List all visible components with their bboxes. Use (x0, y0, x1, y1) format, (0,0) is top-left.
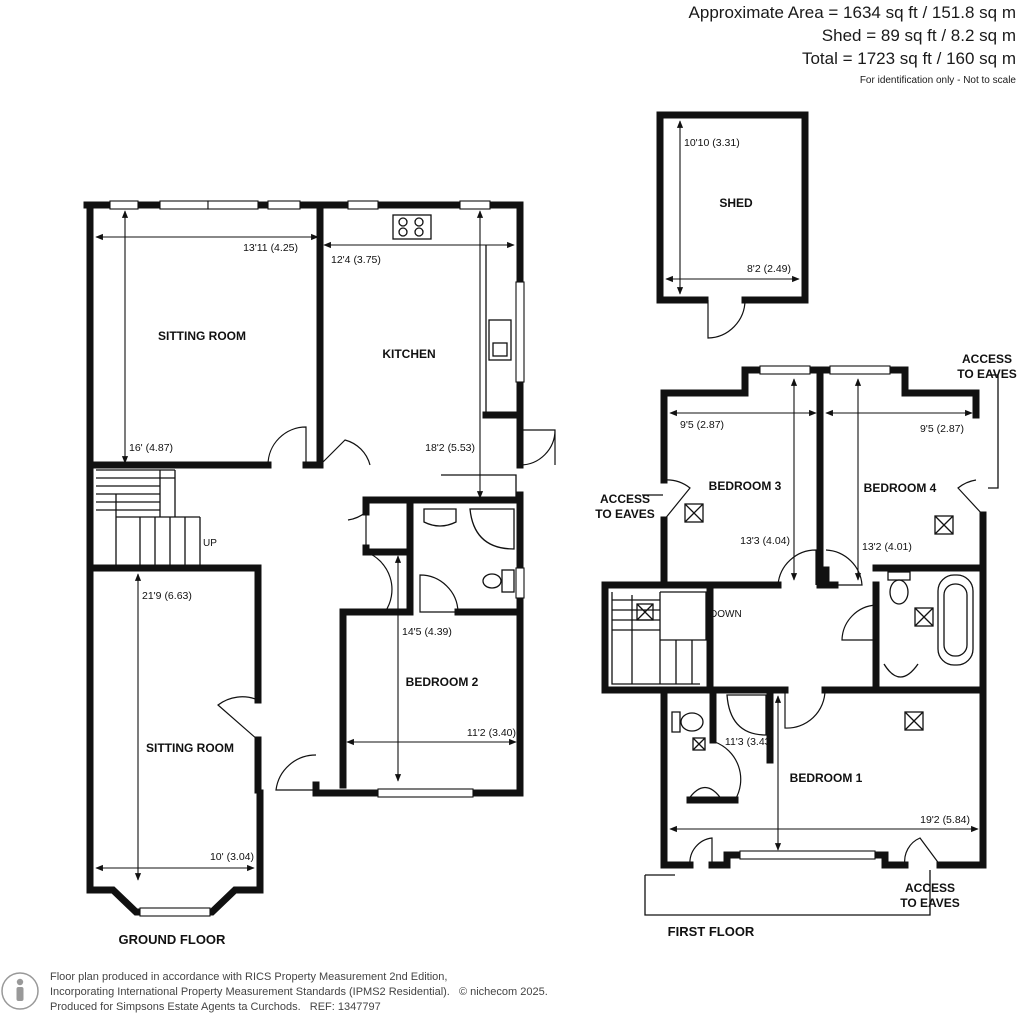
disclaimer-note: For identification only - Not to scale (859, 75, 1016, 86)
shed-width: 8'2 (2.49) (747, 263, 791, 275)
shed-plan: SHED 10'10 (3.31) 8'2 (2.49) (656, 111, 809, 339)
ground-floor-title: GROUND FLOOR (119, 932, 226, 947)
footer-line-3: Produced for Simpsons Estate Agents ta C… (50, 1001, 301, 1013)
footer-line-2: Incorporating International Property Mea… (50, 986, 450, 998)
first-floor-plan: BEDROOM 3 9'5 (2.87) 13'3 (4.04) BEDROOM… (595, 352, 1017, 939)
sitting-room-top-label: SITTING ROOM (158, 329, 246, 343)
eaves-left-line2: TO EAVES (595, 507, 655, 521)
sitting-room-top-width: 13'11 (4.25) (243, 242, 298, 254)
ground-floor-walls (83, 201, 524, 916)
eaves-right-bottom-line2: TO EAVES (900, 896, 960, 910)
person-icon (1, 972, 39, 1010)
kitchen-label: KITCHEN (382, 347, 435, 361)
bedroom-3-width: 9'5 (2.87) (680, 419, 724, 431)
first-floor-title: FIRST FLOOR (668, 924, 755, 939)
kitchen-width: 12'4 (3.75) (331, 254, 381, 266)
shed-area-text: Shed = 89 sq ft / 8.2 sq m (821, 26, 1016, 45)
kitchen-length: 18'2 (5.53) (425, 442, 475, 454)
eaves-right-bottom-line1: ACCESS (905, 881, 955, 895)
bedroom-4-width: 9'5 (2.87) (920, 423, 964, 435)
bedroom-2-length: 14'5 (4.39) (402, 626, 452, 638)
eaves-right-top-line1: ACCESS (962, 352, 1012, 366)
total-area-text: Total = 1723 sq ft / 160 sq m (801, 49, 1016, 68)
sitting-room-bottom-label: SITTING ROOM (146, 741, 234, 755)
footer-ref: REF: 1347797 (309, 1001, 381, 1013)
bedroom-1-width: 19'2 (5.84) (920, 814, 970, 826)
ground-floor-plan: SITTING ROOM 13'11 (4.25) 16' (4.87) KIT… (83, 200, 556, 947)
first-stairs-down-label: DOWN (710, 609, 742, 620)
ground-stairs (96, 469, 201, 566)
bedroom-2-width: 11'2 (3.40) (467, 727, 516, 739)
bedroom-4-label: BEDROOM 4 (864, 481, 937, 495)
bedroom-4-length: 13'2 (4.01) (862, 541, 912, 553)
sitting-room-bottom-width: 10' (3.04) (210, 851, 254, 863)
eaves-left-line1: ACCESS (600, 492, 650, 506)
shed-length: 10'10 (3.31) (684, 137, 740, 149)
footer-copyright: © nichecom 2025. (458, 986, 548, 998)
first-floor-stairs (611, 591, 709, 685)
footer: Floor plan produced in accordance with R… (50, 970, 548, 1015)
shed-label: SHED (719, 196, 753, 210)
bedroom-3-length: 13'3 (4.04) (740, 535, 790, 547)
sitting-room-bottom-length: 21'9 (6.63) (142, 590, 192, 602)
ground-stairs-up-label: UP (203, 538, 217, 549)
footer-line-1: Floor plan produced in accordance with R… (50, 971, 448, 983)
bedroom-1-length: 11'3 (3.43) (725, 736, 774, 748)
bedroom-1-label: BEDROOM 1 (790, 771, 863, 785)
bedroom-3-label: BEDROOM 3 (709, 479, 782, 493)
bedroom-2-label: BEDROOM 2 (406, 675, 479, 689)
approximate-area-text: Approximate Area = 1634 sq ft / 151.8 sq… (688, 3, 1016, 22)
footer-line-3-wrap: Produced for Simpsons Estate Agents ta C… (50, 1000, 548, 1015)
footer-line-2-wrap: Incorporating International Property Mea… (50, 985, 548, 1000)
eaves-right-top-line2: TO EAVES (957, 367, 1017, 381)
sitting-room-top-length: 16' (4.87) (129, 442, 173, 454)
